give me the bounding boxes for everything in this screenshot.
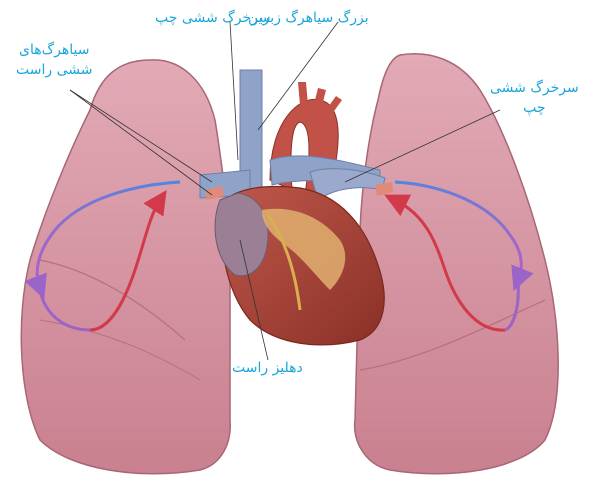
label-left-pulmonary-artery-line2: چپ [490,98,579,118]
label-left-pulmonary-artery-top: سرخرگ ششی چپ [155,8,271,28]
aorta-branch-1 [298,82,308,105]
right-lung [21,60,230,474]
label-right-pulmonary-veins-line2: ششی راست [16,60,92,80]
label-left-pulmonary-artery-line1: سرخرگ ششی [490,78,579,98]
label-right-atrium: دهلیز راست [232,358,303,378]
leader-lpa-top [230,22,238,160]
label-right-pulmonary-veins: سیاهرگ‌های ششی راست [16,40,92,80]
label-left-pulmonary-artery: سرخرگ ششی چپ [490,78,579,118]
label-right-pulmonary-veins-line1: سیاهرگ‌های [16,40,92,60]
